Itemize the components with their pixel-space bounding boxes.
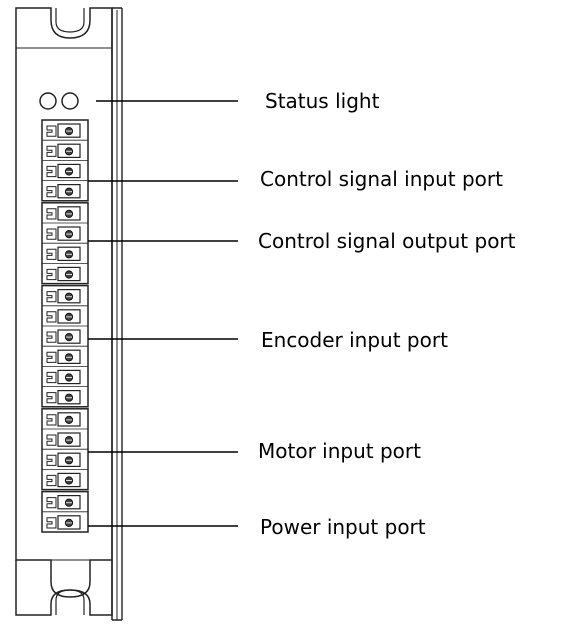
status-led-2	[61, 92, 79, 110]
terminal-pin	[42, 390, 88, 408]
connector-group-motor-input	[41, 408, 89, 491]
connector-group-encoder-input	[41, 284, 89, 408]
terminal-connector-block	[41, 119, 89, 533]
terminal-pin	[42, 495, 88, 513]
terminal-pin	[42, 226, 88, 244]
terminal-pin	[42, 309, 88, 327]
encoder-input-port-label: Encoder input port	[261, 328, 448, 352]
terminal-pin	[42, 246, 88, 264]
control-signal-input-port-label: Control signal input port	[260, 167, 503, 191]
connector-group-control-signal-output	[41, 202, 89, 285]
terminal-pin	[42, 452, 88, 470]
control-signal-output-port-label: Control signal output port	[258, 229, 516, 253]
terminal-pin	[42, 163, 88, 182]
callout-lines	[88, 100, 238, 527]
status-leds	[39, 92, 79, 110]
power-input-port-label: Power input port	[260, 515, 426, 539]
terminal-pin	[42, 369, 88, 388]
connector-group-power-input	[41, 490, 89, 533]
terminal-pin	[42, 515, 88, 533]
status-light-label: Status light	[265, 89, 380, 113]
terminal-pin	[42, 143, 88, 161]
terminal-pin	[42, 184, 88, 202]
device-housing	[15, 7, 123, 621]
motor-input-port-label: Motor input port	[258, 439, 421, 463]
terminal-pin	[42, 412, 88, 430]
terminal-pin	[42, 329, 88, 347]
status-led-1	[39, 92, 57, 110]
terminal-pin	[42, 123, 88, 141]
terminal-pin	[42, 432, 88, 450]
terminal-pin	[42, 289, 88, 307]
terminal-pin	[42, 472, 88, 491]
terminal-pin	[42, 349, 88, 367]
terminal-pin	[42, 266, 88, 285]
terminal-pin	[42, 206, 88, 224]
connector-group-control-signal-input	[41, 119, 89, 202]
